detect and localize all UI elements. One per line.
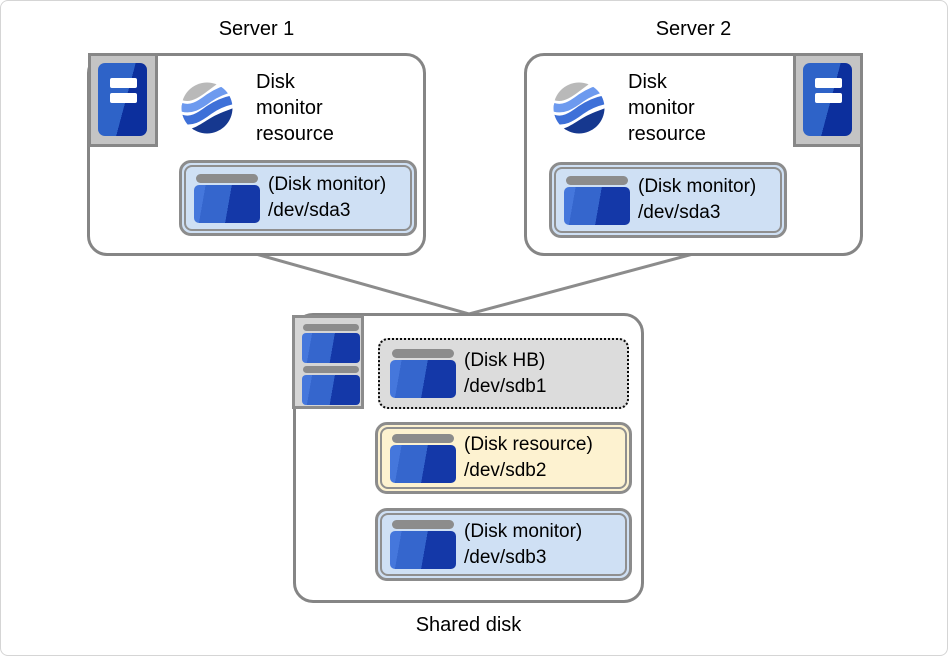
box-device: /dev/sdb1 (464, 375, 547, 397)
disk-resource-box: (Disk resource) /dev/sdb2 (375, 422, 632, 494)
box-device: /dev/sdb3 (464, 546, 547, 568)
box-label: (Disk monitor) (268, 174, 387, 195)
disk-monitor-resource-icon (553, 82, 605, 134)
disk-icon (390, 520, 456, 569)
server2-resource-label: Disk monitor resource (628, 71, 706, 145)
disk-icon (390, 433, 456, 483)
server-tower (98, 63, 147, 136)
box-label: (Disk HB) (464, 349, 546, 371)
server2-disk-monitor-box: (Disk monitor) /dev/sda3 (549, 162, 787, 238)
box-label: (Disk monitor) (464, 520, 583, 542)
disk-icon (390, 349, 456, 398)
server1-resource-label: Disk monitor resource (256, 71, 334, 145)
server1-disk-monitor-box: (Disk monitor) /dev/sda3 (179, 160, 417, 236)
box-device: /dev/sda3 (268, 200, 351, 221)
shared-disk-icon (292, 315, 364, 409)
server-tower (803, 63, 852, 136)
server-icon (88, 53, 158, 147)
disk-icon (194, 173, 260, 223)
server1-title: Server 1 (218, 18, 295, 40)
disk-hb-box: (Disk HB) /dev/sdb1 (378, 338, 629, 409)
box-label: (Disk resource) (464, 434, 593, 455)
box-device: /dev/sdb2 (464, 460, 547, 481)
shared-disk-monitor-box: (Disk monitor) /dev/sdb3 (375, 508, 632, 581)
disk-icon (564, 175, 630, 225)
box-label: (Disk monitor) (638, 176, 757, 197)
disk-monitor-resource-icon (181, 82, 233, 134)
shared-disk-title: Shared disk (415, 614, 522, 636)
box-device: /dev/sda3 (638, 202, 721, 223)
server2-title: Server 2 (655, 18, 732, 40)
server-icon (793, 53, 863, 147)
